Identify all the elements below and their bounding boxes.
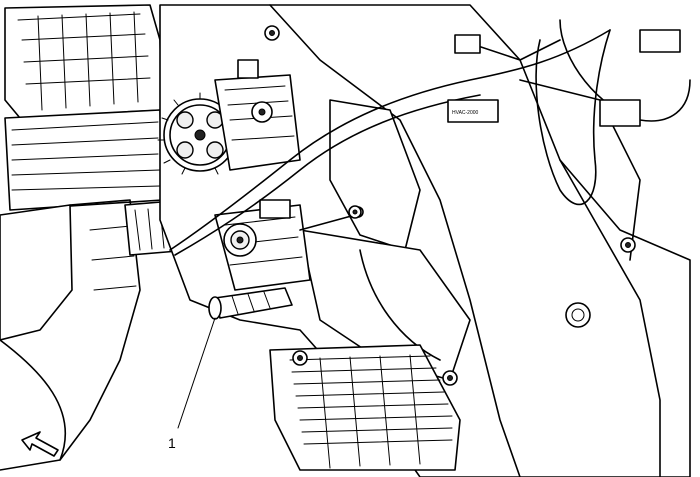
blower-housing bbox=[0, 199, 191, 471]
lower-actuator bbox=[214, 199, 364, 291]
view-direction-arrow-icon bbox=[21, 431, 59, 457]
mode-gear bbox=[157, 92, 243, 175]
actuator-connector bbox=[208, 287, 293, 320]
heater-core bbox=[269, 344, 461, 471]
fasteners bbox=[264, 25, 636, 386]
upper-actuator bbox=[214, 59, 301, 171]
blower-grille bbox=[4, 4, 163, 211]
callout-1-label: 1 bbox=[168, 435, 176, 451]
part-marking: HVAC-2000 bbox=[452, 110, 479, 116]
callout-1-leader bbox=[177, 317, 216, 429]
wiring-harness: HVAC-2000 bbox=[169, 19, 691, 256]
